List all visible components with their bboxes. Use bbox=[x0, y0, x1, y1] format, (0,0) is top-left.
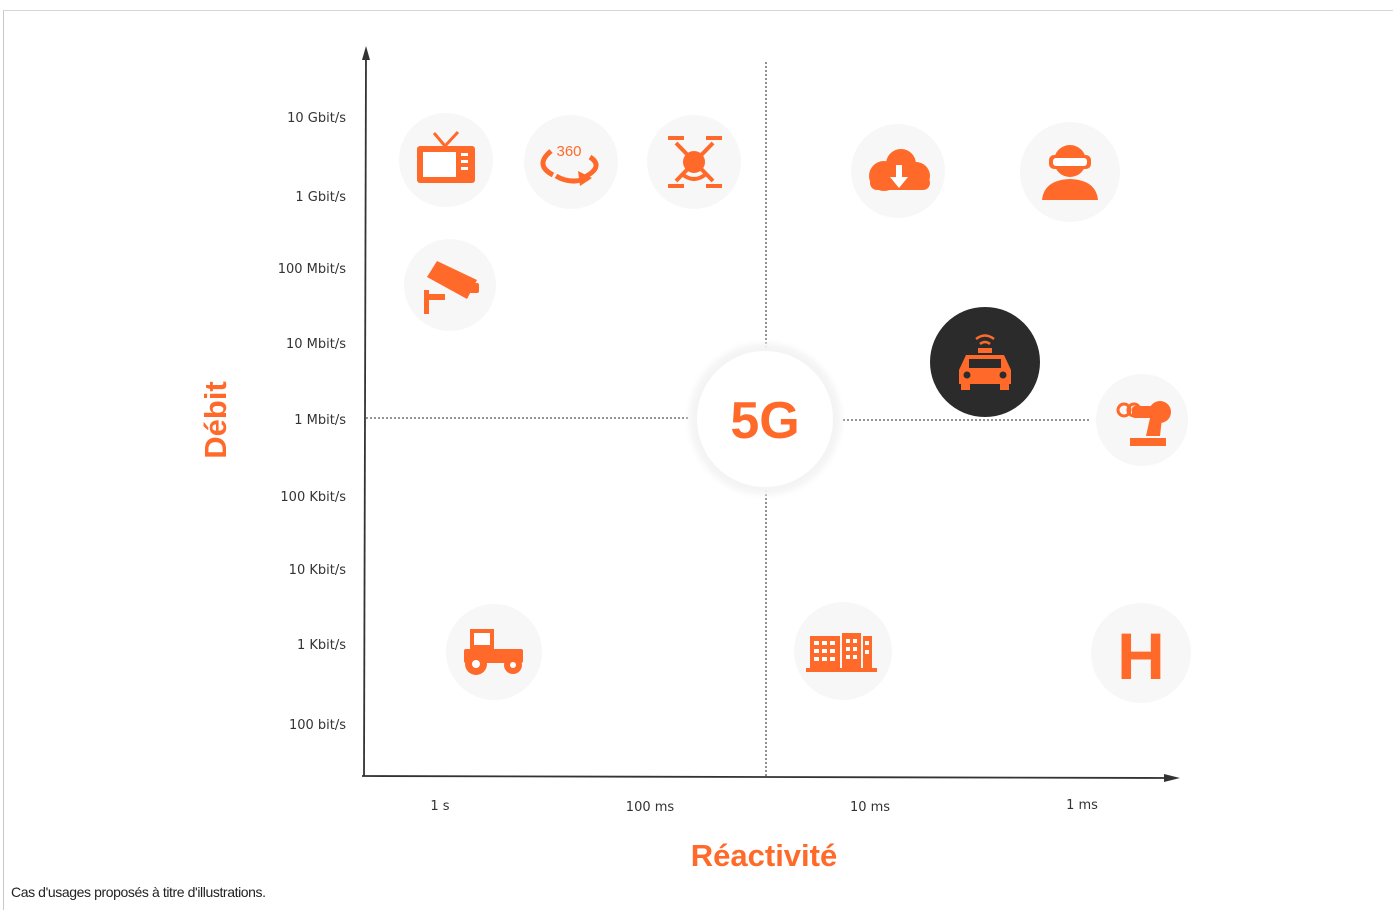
x-tick-label: 10 ms bbox=[850, 800, 890, 815]
y-tick-label: 10 Kbit/s bbox=[289, 563, 347, 578]
security-camera-icon bbox=[424, 261, 479, 314]
connected-car-icon bbox=[930, 307, 1040, 417]
figure-frame bbox=[3, 10, 1393, 910]
hospital-letter: H bbox=[1117, 619, 1165, 693]
x-axis-title: Réactivité bbox=[691, 838, 837, 873]
figure-caption: Cas d'usages proposés à titre d'illustra… bbox=[11, 884, 266, 900]
y-tick-label: 10 Mbit/s bbox=[286, 337, 346, 352]
x-tick-label: 100 ms bbox=[626, 800, 675, 815]
drone-icon bbox=[668, 136, 722, 188]
y-tick-label: 1 Kbit/s bbox=[297, 638, 346, 653]
360-label: 360 bbox=[556, 143, 581, 160]
360-video-icon: 360 bbox=[540, 143, 599, 186]
center-5g-label: 5G bbox=[730, 392, 799, 450]
building-icon bbox=[806, 633, 877, 672]
y-axis-title: Débit bbox=[198, 381, 233, 459]
y-axis-line bbox=[363, 51, 367, 777]
robot-arm-icon bbox=[1116, 401, 1171, 446]
y-axis-arrow bbox=[362, 46, 370, 60]
x-axis-line bbox=[361, 775, 1173, 779]
y-tick-label: 100 Kbit/s bbox=[280, 490, 346, 505]
y-tick-label: 1 Mbit/s bbox=[294, 413, 346, 428]
tractor-icon bbox=[464, 629, 523, 675]
tv-icon bbox=[417, 130, 475, 183]
center-5g-badge: 5G bbox=[689, 343, 841, 495]
y-tick-label: 100 Mbit/s bbox=[278, 262, 347, 277]
y-tick-label: 100 bit/s bbox=[289, 718, 346, 733]
x-tick-label: 1 ms bbox=[1066, 798, 1098, 813]
cloud-download-icon bbox=[869, 149, 930, 191]
y-tick-label: 10 Gbit/s bbox=[287, 111, 346, 126]
x-tick-label: 1 s bbox=[430, 799, 449, 814]
hospital-icon: H bbox=[1117, 619, 1165, 693]
vr-headset-icon bbox=[1042, 145, 1098, 200]
x-axis-arrow bbox=[1164, 774, 1180, 782]
y-tick-label: 1 Gbit/s bbox=[295, 190, 346, 205]
